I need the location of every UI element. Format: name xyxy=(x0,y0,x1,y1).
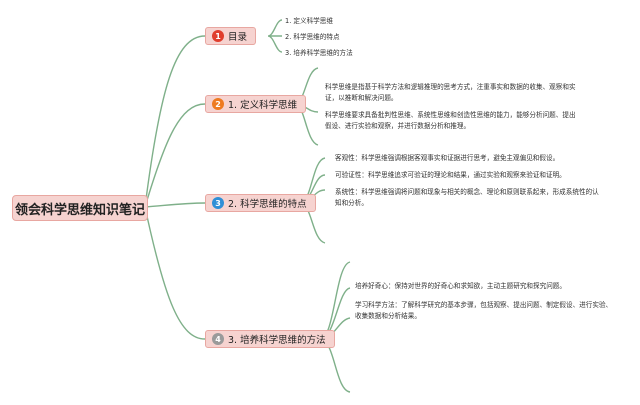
method-text: 培养好奇心：保持对世界的好奇心和求知欲，主动主题研究和探究问题。 xyxy=(355,282,566,290)
feature-text: 客观性：科学思维强调根据客观事实和证据进行思考，避免主观偏见和假设。 xyxy=(335,154,560,162)
number-badge-3: 3 xyxy=(212,197,224,209)
number-badge-4: 4 xyxy=(212,333,224,345)
connector-root-methods xyxy=(144,206,206,340)
branch-methods[interactable]: 4 3. 培养科学思维的方法 xyxy=(205,330,335,348)
branch-features[interactable]: 3 2. 科学思维的特点 xyxy=(205,194,316,212)
toc-item[interactable]: 3. 培养科学思维的方法 xyxy=(285,49,353,57)
connector-toc xyxy=(267,19,283,53)
branch-label: 目录 xyxy=(228,32,248,43)
root-node[interactable]: 领会科学思维知识笔记 xyxy=(12,195,148,221)
branch-label: 3. 培养科学思维的方法 xyxy=(228,335,326,346)
feature-text: 可验证性：科学思维追求可验证的理论和结果，通过实验和观察来验证和证明。 xyxy=(335,171,566,179)
number-badge-1: 1 xyxy=(212,30,224,42)
definition-text: 科学思维是指基于科学方法和逻辑推理的思考方式，注重事实和数据的收集、观察和实证，… xyxy=(325,83,576,102)
method-text: 学习科学方法：了解科学研究的基本步骤，包括观察、提出问题、制定假设、进行实验、收… xyxy=(355,301,613,320)
feature-text: 系统性：科学思维强调将问题和现象与相关的概念、理论和原则联系起来，形成系统性的认… xyxy=(335,188,599,207)
connector-methods xyxy=(319,261,351,393)
toc-item[interactable]: 2. 科学思维的特点 xyxy=(285,33,340,41)
connector-root-features xyxy=(144,202,206,208)
number-badge-2: 2 xyxy=(212,98,224,110)
branch-label: 1. 定义科学思维 xyxy=(228,100,298,111)
definition-text: 科学思维要求具备批判性思维、系统性思维和创造性思维的能力，能够分析问题、提出假设… xyxy=(325,111,576,130)
connector-root-definition xyxy=(144,103,206,208)
branch-definition[interactable]: 2 1. 定义科学思维 xyxy=(205,95,307,113)
toc-item[interactable]: 1. 定义科学思维 xyxy=(285,17,333,25)
root-title: 领会科学思维知识笔记 xyxy=(14,202,145,218)
branch-label: 2. 科学思维的特点 xyxy=(228,199,307,210)
connector-root-toc xyxy=(144,35,206,208)
branch-toc[interactable]: 1 目录 xyxy=(205,27,257,45)
connector-features xyxy=(299,157,326,244)
